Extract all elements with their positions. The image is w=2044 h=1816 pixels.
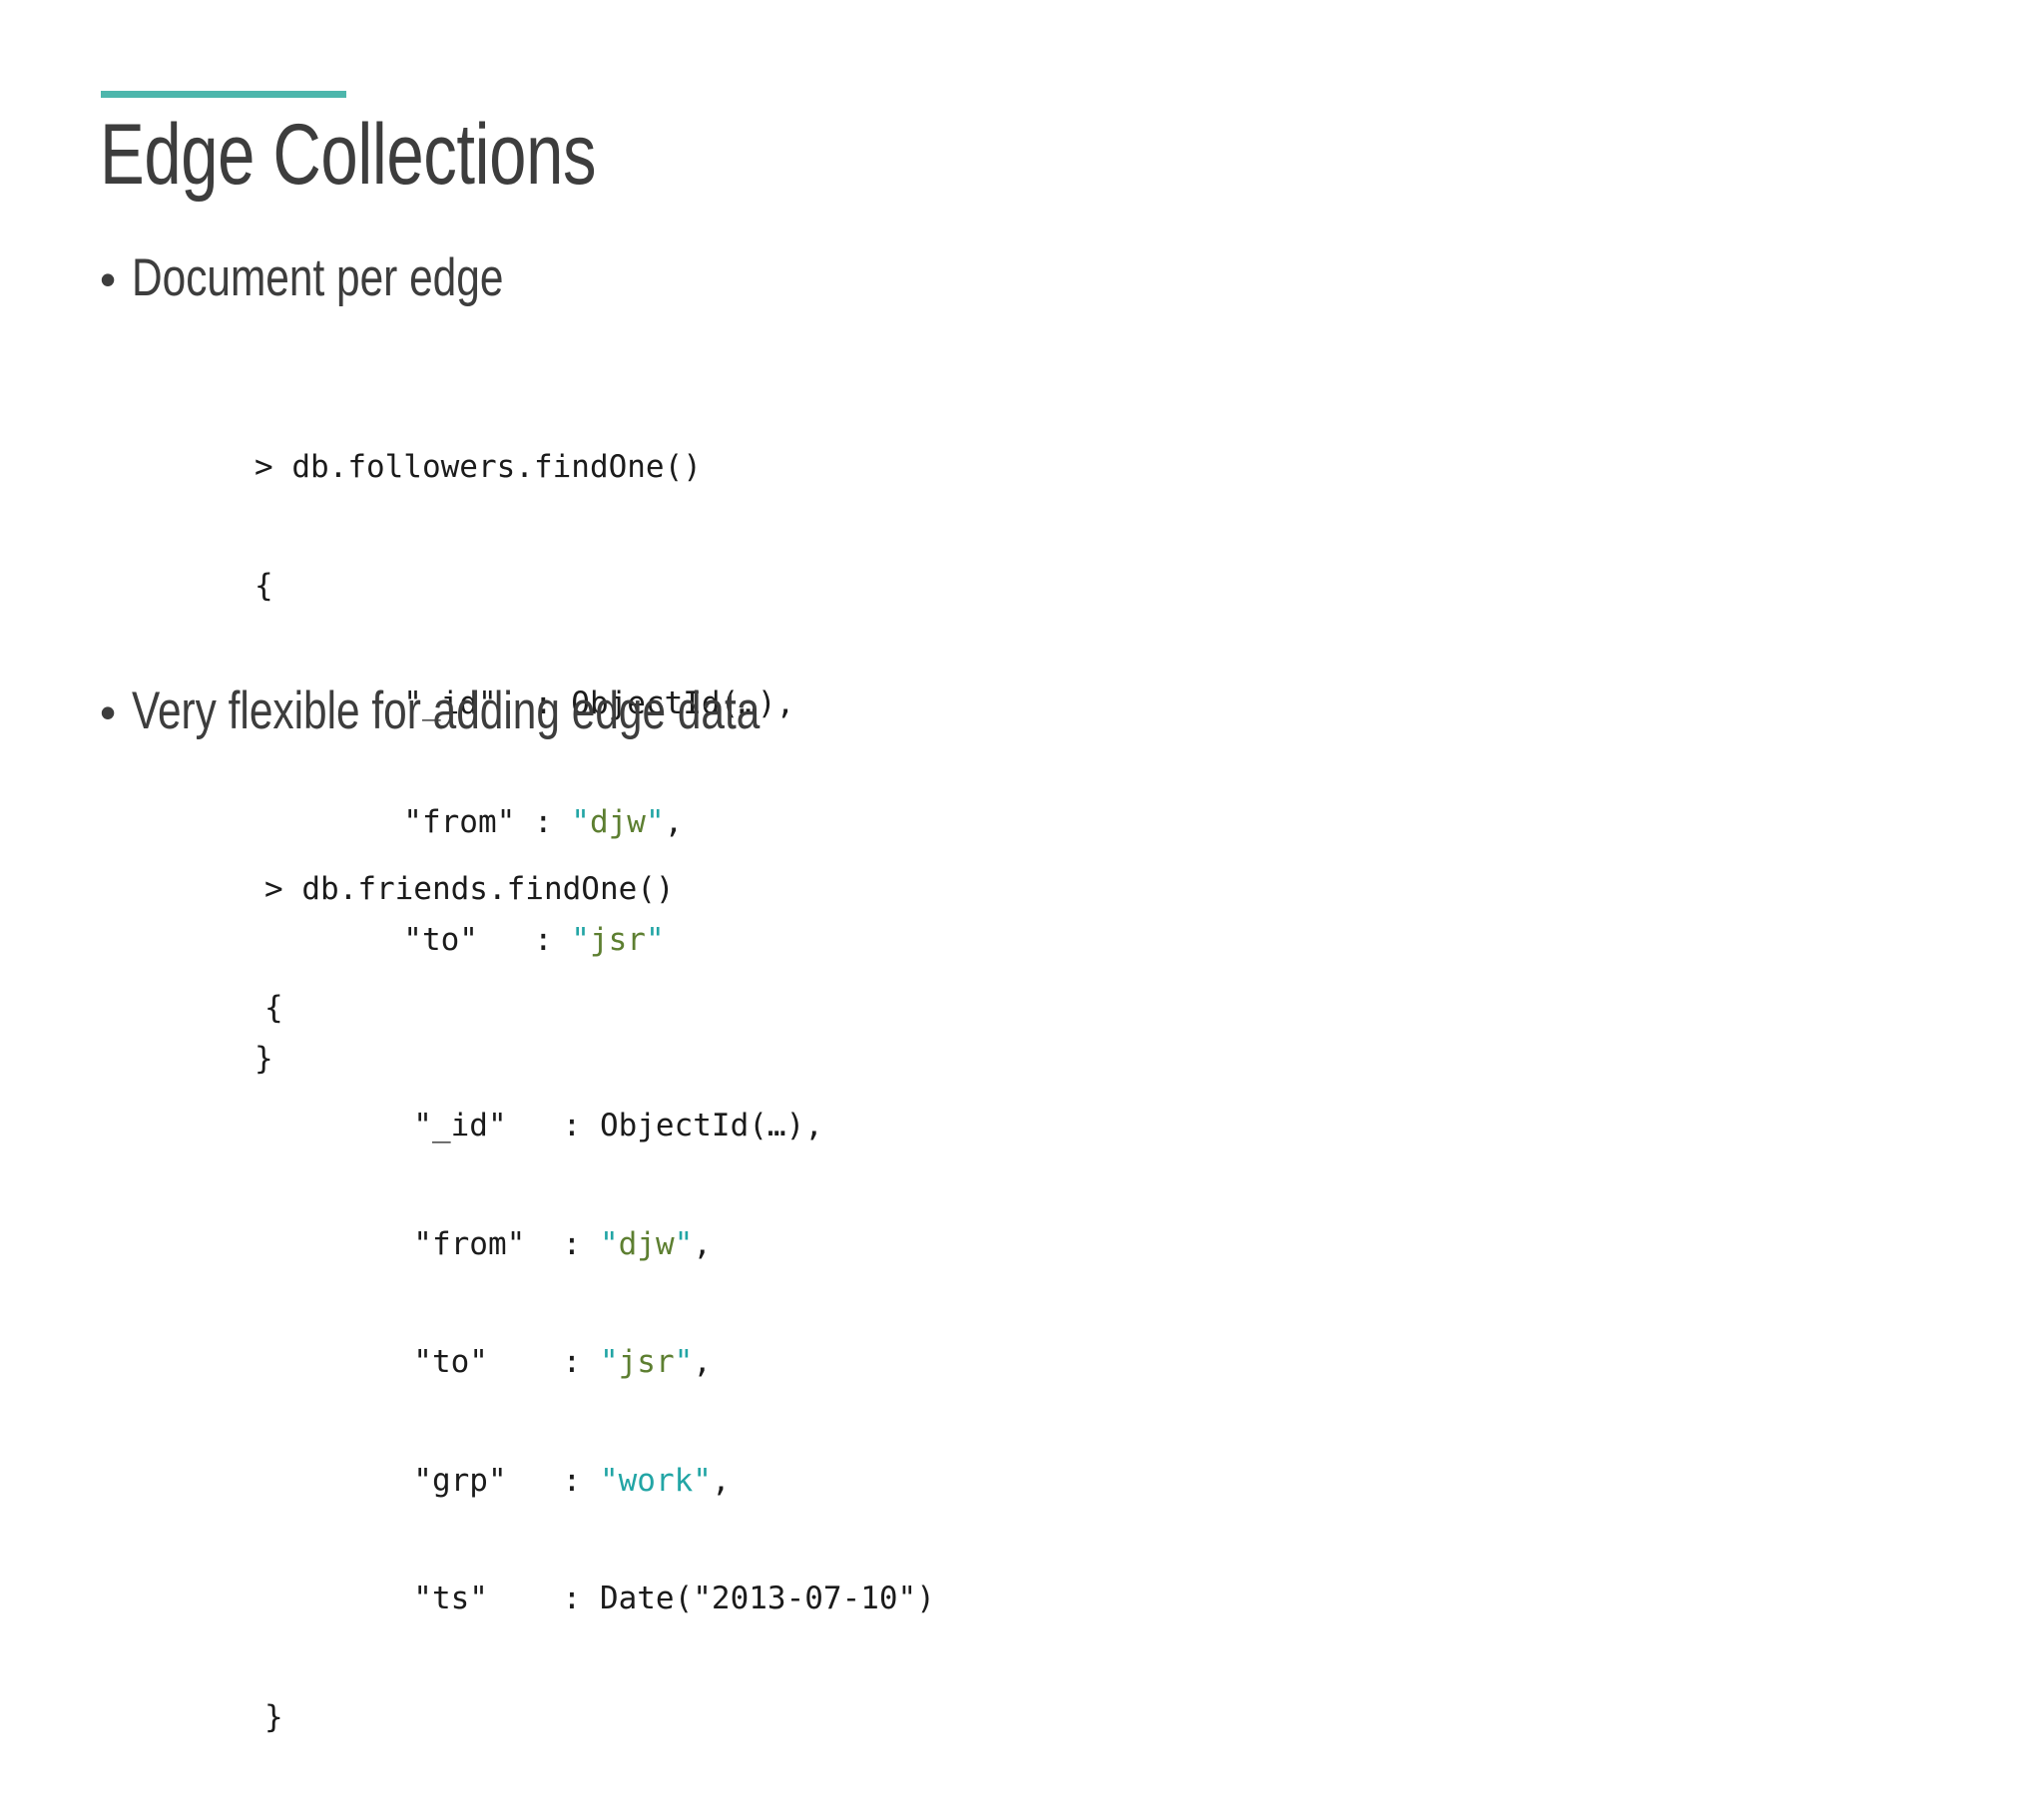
code-string-open-quote: " [571, 922, 590, 958]
code-line-prompt: > db.followers.findOne() [255, 449, 702, 485]
code-line-open-brace: { [264, 989, 283, 1026]
code-field-id-text: "_id" : ObjectId(…), [255, 685, 795, 721]
code-line-field-to: "to" : "jsr", [264, 1343, 935, 1383]
code-field-to-key: "to" : [264, 1344, 600, 1380]
code-line-open-brace: { [255, 567, 273, 604]
code-string-value-from: djw [589, 803, 646, 840]
bullet-marker-icon: • [100, 686, 117, 738]
code-string-value-to: jsr [618, 1344, 675, 1380]
code-field-to-comma: , [693, 1344, 712, 1380]
code-string-open-quote: " [599, 1225, 619, 1262]
code-string-close-quote: " [674, 1344, 694, 1380]
code-field-ts-text: "ts" : Date("2013-07-10") [264, 1581, 935, 1616]
code-line-field-grp: "grp" : "work", [264, 1462, 935, 1502]
bullet-item-very-flexible: • Very flexible for adding edge data [100, 681, 917, 740]
code-string-open-quote: " [599, 1344, 619, 1380]
code-field-id-text: "_id" : ObjectId(…), [264, 1108, 823, 1143]
code-field-to-key: "to" : [255, 922, 572, 958]
code-field-from-key: "from" : [264, 1225, 600, 1262]
code-block-friends-edge-document: > db.friends.findOne() { "_id" : ObjectI… [264, 791, 935, 1816]
bullet-label: Very flexible for adding edge data [132, 681, 761, 740]
code-string-close-quote: " [693, 1462, 712, 1499]
code-field-from-comma: , [664, 803, 684, 840]
title-accent-bar [101, 91, 346, 98]
code-line-field-from: "from" : "djw", [255, 803, 794, 843]
code-field-from-comma: , [693, 1225, 712, 1262]
code-string-value-from: djw [618, 1225, 675, 1262]
page-title: Edge Collections [100, 107, 597, 203]
code-line-close-brace: } [264, 1698, 283, 1735]
code-string-close-quote: " [645, 803, 665, 840]
code-string-value-to: jsr [589, 922, 646, 958]
code-line-field-from: "from" : "djw", [264, 1225, 935, 1265]
code-line-prompt: > db.friends.findOne() [264, 871, 675, 907]
code-block-followers-edge-document: > db.followers.findOne() { "_id" : Objec… [255, 369, 794, 1157]
code-string-close-quote: " [674, 1225, 694, 1262]
code-line-field-to: "to" : "jsr" [255, 921, 794, 961]
code-line-field-id: "_id" : ObjectId(…), [264, 1107, 935, 1146]
code-string-value-grp: work [618, 1462, 694, 1499]
code-field-grp-key: "grp" : [264, 1462, 600, 1499]
bullet-marker-icon: • [100, 253, 117, 305]
code-string-close-quote: " [645, 922, 665, 958]
code-line-field-id: "_id" : ObjectId(…), [255, 684, 794, 724]
code-string-open-quote: " [599, 1462, 619, 1499]
code-field-from-key: "from" : [255, 803, 572, 840]
code-line-close-brace: } [255, 1040, 273, 1077]
bullet-label: Document per edge [132, 248, 504, 307]
code-string-open-quote: " [571, 803, 590, 840]
code-line-field-ts: "ts" : Date("2013-07-10") [264, 1580, 935, 1619]
bullet-item-document-per-edge: • Document per edge [100, 248, 597, 307]
slide-canvas: Edge Collections • Document per edge > d… [100, 91, 935, 1735]
code-field-grp-comma: , [711, 1462, 731, 1499]
